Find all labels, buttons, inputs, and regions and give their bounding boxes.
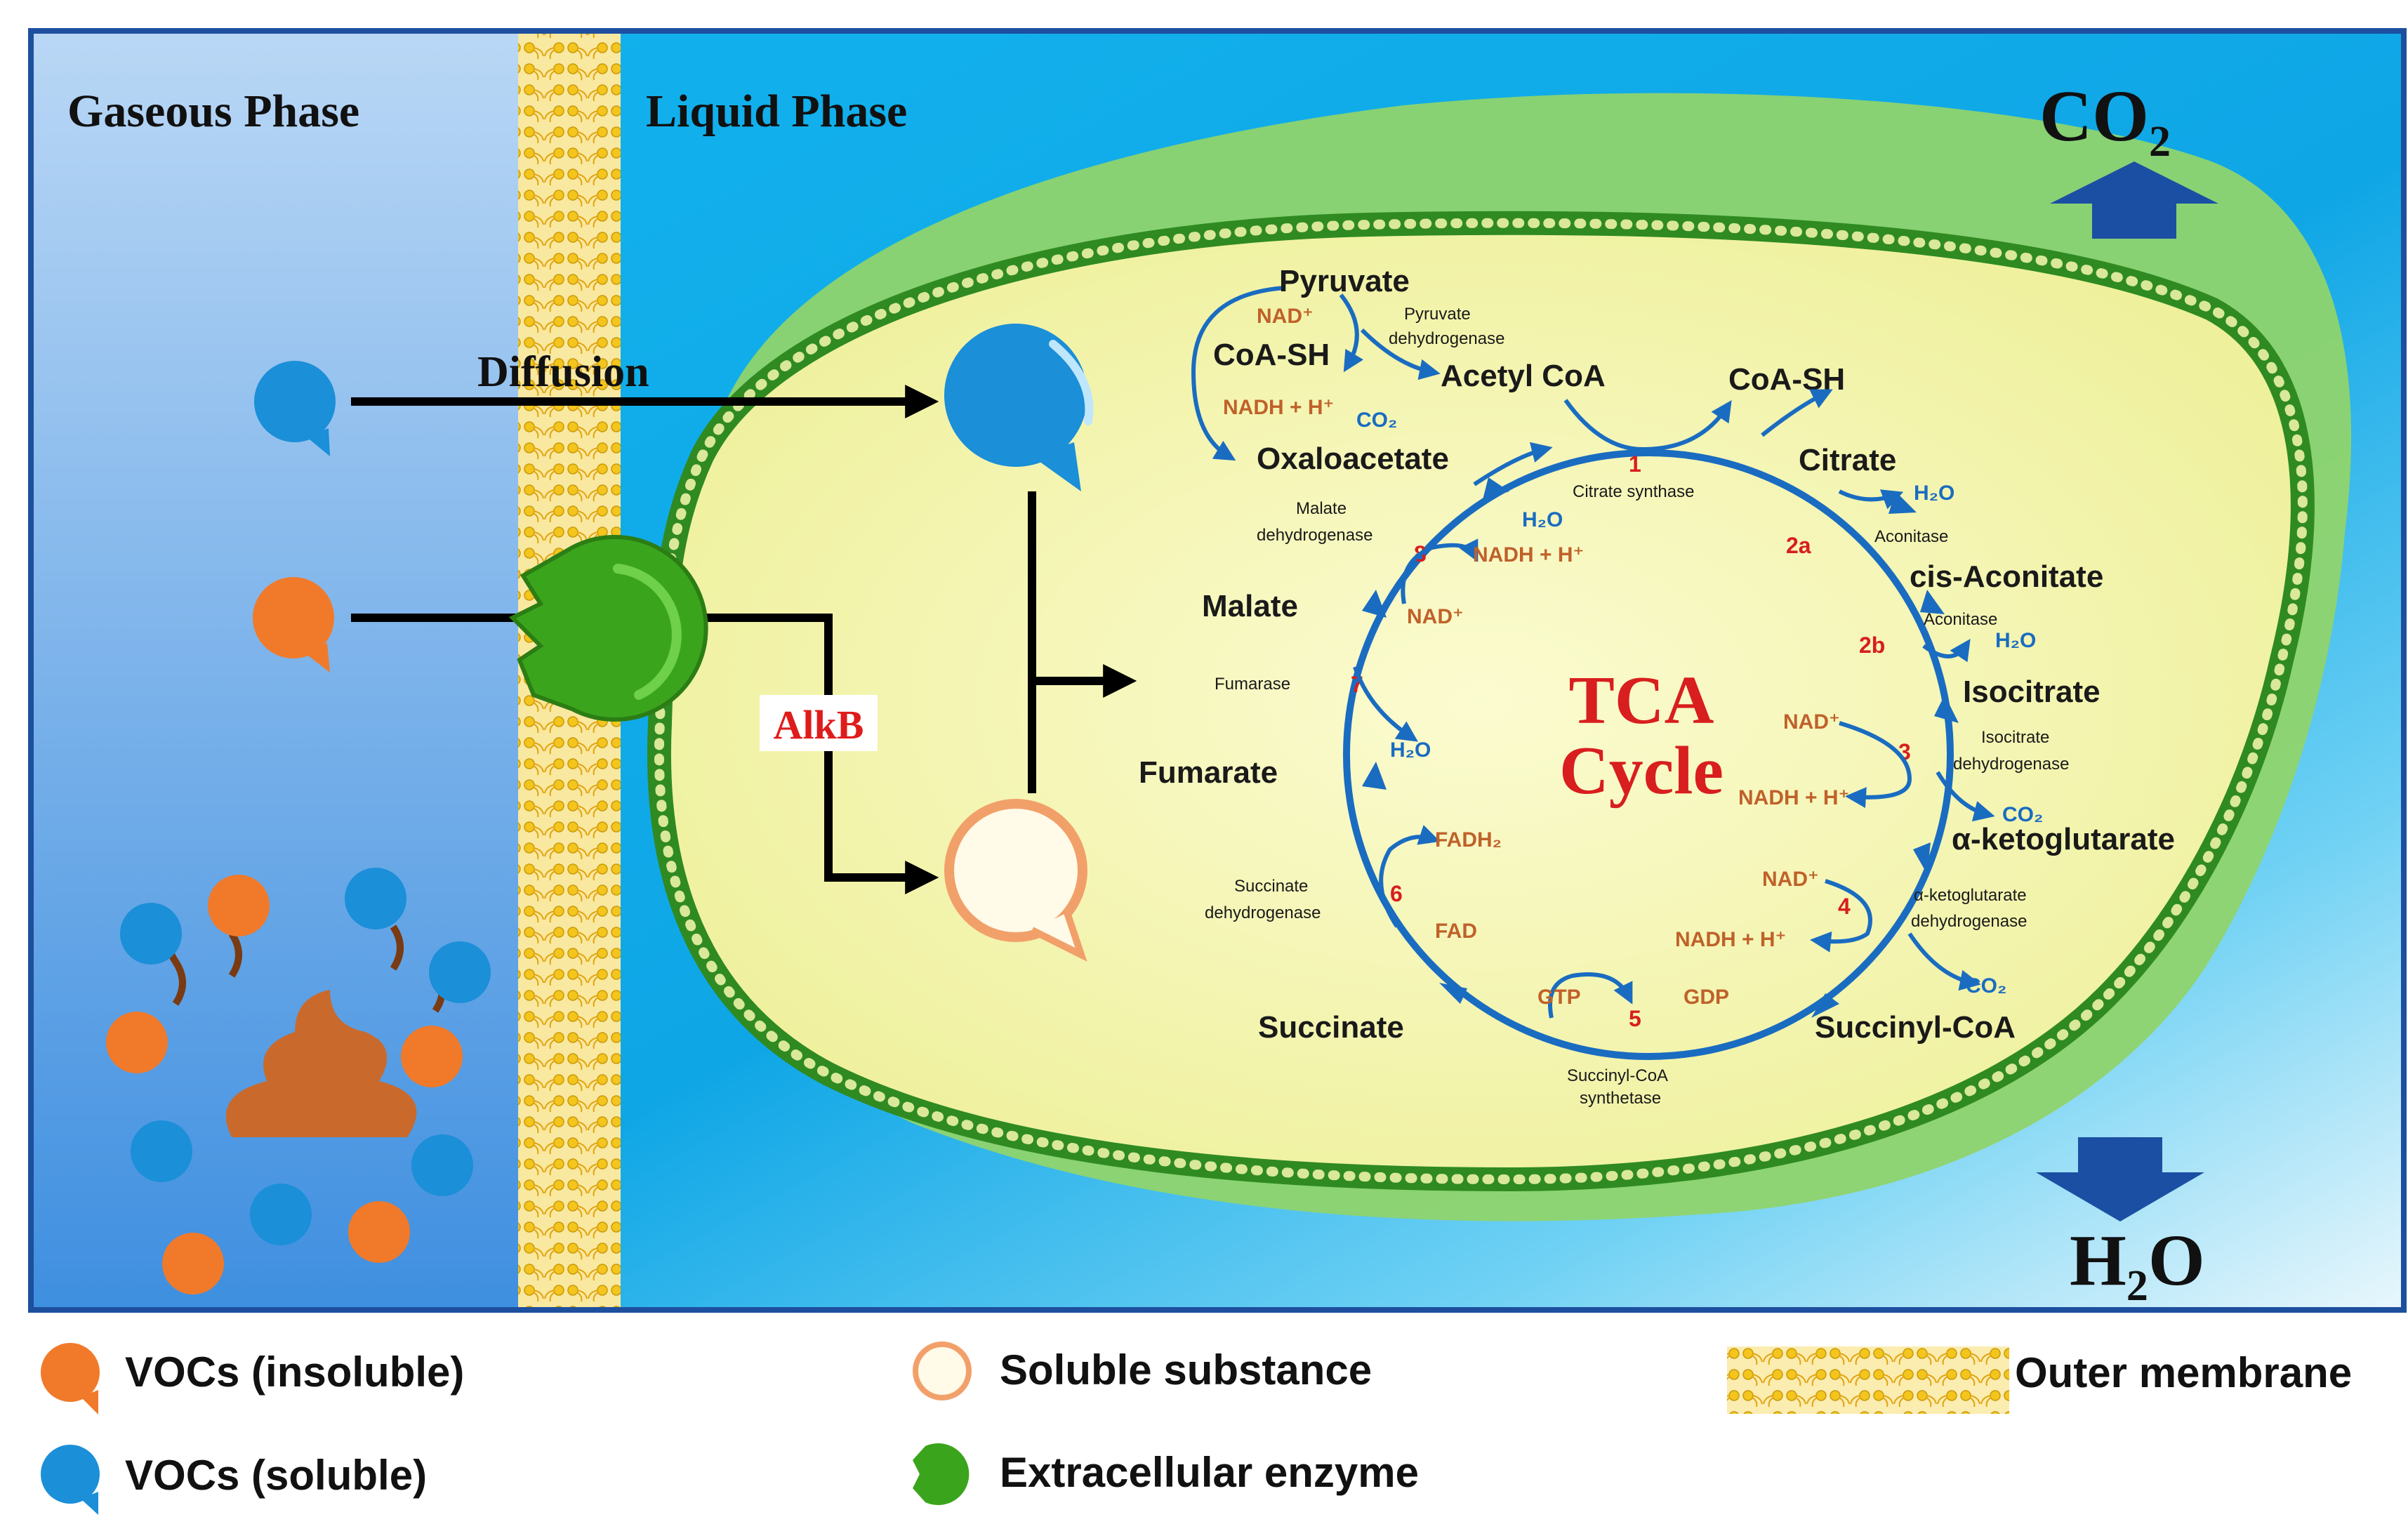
cofactor-nadh-8: NADH + H⁺ (1473, 543, 1584, 567)
enzyme-malate-dh-line1: Malate (1296, 499, 1347, 518)
enzyme-succinyl-coa-syn-line1: Succinyl-CoA (1567, 1066, 1668, 1085)
enzyme-aconitase-b: Aconitase (1924, 610, 1997, 629)
cofactor-gtp: GTP (1537, 986, 1581, 1009)
diffusion-label: Diffusion (477, 348, 649, 396)
soluble-voc-source (254, 361, 336, 456)
cofactor-h2o-2a: H₂O (1914, 482, 1954, 505)
enzyme-citrate-synthase: Citrate synthase (1573, 482, 1694, 501)
soluble-voc-in-cell (944, 324, 1094, 491)
legend-vocs-insoluble-label: VOCs (insoluble) (125, 1349, 464, 1396)
enzyme-isocitrate-dh-line1: Isocitrate (1981, 728, 2049, 747)
enzyme-malate-dh-line2: dehydrogenase (1257, 526, 1372, 545)
soluble-substance-in-cell (944, 799, 1087, 962)
enzyme-akg-dh-line2: dehydrogenase (1911, 912, 2027, 931)
metabolite-pyruvate: Pyruvate (1279, 264, 1410, 298)
step-2b: 2b (1859, 632, 1885, 658)
cofactor-h2o-citrate: H₂O (1522, 508, 1563, 531)
legend-outer-membrane-label: Outer membrane (2015, 1349, 2352, 1396)
h2o-o: O (2148, 1220, 2205, 1301)
cofactor-nadh-pyruvate: NADH + H⁺ (1223, 396, 1334, 419)
co2-output: CO2 (2039, 76, 2218, 239)
legend-vocs-insoluble: VOCs (insoluble) (41, 1343, 464, 1415)
metabolite-coa-sh-right: CoA-SH (1728, 362, 1845, 397)
cofactor-h2o-7: H₂O (1390, 738, 1431, 762)
step-5: 5 (1629, 1006, 1641, 1031)
legend-vocs-soluble: VOCs (soluble) (41, 1445, 427, 1515)
metabolite-fumarate: Fumarate (1139, 755, 1278, 790)
enzyme-succinate-dh-line1: Succinate (1234, 877, 1308, 896)
cofactor-nadh-3: NADH + H⁺ (1738, 786, 1849, 809)
step-4: 4 (1838, 894, 1851, 919)
alkb-label-box: AlkB (760, 695, 878, 751)
legend-extracellular-enzyme-label: Extracellular enzyme (1000, 1449, 1419, 1496)
poop-icon (225, 990, 417, 1137)
svg-text:CO2: CO2 (2039, 76, 2171, 166)
cofactor-h2o-2b: H₂O (1995, 629, 2036, 652)
pyruvate-entry (1191, 286, 1732, 461)
insoluble-voc-source (253, 577, 334, 673)
tca-title-line2: Cycle (1559, 733, 1724, 809)
enzyme-aconitase-a: Aconitase (1874, 527, 1948, 546)
h2o-subscript: 2 (2126, 1262, 2148, 1310)
legend-outer-membrane: Outer membrane (1727, 1346, 2352, 1414)
enzyme-pyruvate-dh-line1: Pyruvate (1404, 305, 1471, 324)
metabolite-cis-aconitate: cis-Aconitate (1910, 559, 2103, 594)
enzyme-succinate-dh-line2: dehydrogenase (1205, 903, 1321, 922)
metabolite-alpha-ketoglutarate: α-ketoglutarate (1952, 822, 2175, 856)
voc-emission-source (106, 868, 491, 1294)
metabolite-oxaloacetate: Oxaloacetate (1257, 442, 1449, 476)
tca-title-line1: TCA (1569, 663, 1714, 738)
metabolite-acetyl-coa: Acetyl CoA (1441, 359, 1606, 393)
legend-extracellular-enzyme: Extracellular enzyme (913, 1443, 1419, 1505)
tca-cycle-ring (1343, 449, 1954, 1060)
h2o-h: H (2070, 1220, 2126, 1301)
svg-text:H2O: H2O (2070, 1220, 2205, 1310)
metabolite-coa-sh-left: CoA-SH (1213, 338, 1330, 372)
enzyme-isocitrate-dh-line2: dehydrogenase (1953, 755, 2069, 774)
gaseous-phase-label: Gaseous Phase (67, 86, 359, 137)
cofactor-nad-8: NAD⁺ (1407, 605, 1464, 628)
alkb-label: AlkB (774, 702, 864, 748)
enzyme-pyruvate-dh-line2: dehydrogenase (1389, 329, 1504, 348)
metabolite-malate: Malate (1202, 589, 1298, 623)
cofactor-fad: FAD (1435, 920, 1477, 943)
cofactor-nad-3: NAD⁺ (1783, 710, 1840, 734)
legend-vocs-soluble-label: VOCs (soluble) (125, 1452, 427, 1499)
cofactor-nad-pyruvate: NAD⁺ (1257, 305, 1314, 328)
cell-wall-dots (654, 218, 2308, 1185)
enzyme-fumarase: Fumarase (1215, 675, 1290, 694)
enzyme-succinyl-coa-syn-line2: synthetase (1580, 1089, 1661, 1108)
metabolite-isocitrate: Isocitrate (1963, 675, 2101, 709)
co2-up-arrow (2050, 161, 2218, 239)
metabolite-succinyl-coa: Succinyl-CoA (1815, 1010, 2016, 1045)
cofactor-co2-3: CO₂ (2002, 803, 2043, 826)
metabolite-succinate: Succinate (1258, 1010, 1404, 1045)
cofactor-gdp: GDP (1683, 986, 1729, 1009)
step-2a: 2a (1786, 533, 1811, 558)
cofactor-nadh-4: NADH + H⁺ (1675, 928, 1786, 951)
legend-soluble-substance: Soluble substance (913, 1342, 1372, 1400)
cofactor-fadh2: FADH₂ (1435, 828, 1502, 852)
step-1: 1 (1629, 451, 1641, 477)
h2o-output: H2O (2036, 1137, 2205, 1310)
cofactor-co2-pyruvate: CO₂ (1356, 409, 1397, 432)
step-6: 6 (1390, 881, 1403, 906)
h2o-down-arrow (2036, 1137, 2204, 1221)
enzyme-akg-dh-line1: α-ketoglutarate (1914, 886, 2027, 905)
cofactor-co2-4: CO₂ (1966, 974, 2006, 998)
cofactor-nad-4: NAD⁺ (1762, 868, 1819, 891)
legend-soluble-substance-label: Soluble substance (1000, 1346, 1372, 1393)
legend: VOCs (insoluble) VOCs (soluble) Soluble … (41, 1342, 2352, 1515)
co2-label: CO (2039, 76, 2149, 157)
metabolite-citrate: Citrate (1799, 443, 1896, 477)
co2-subscript: 2 (2149, 118, 2171, 166)
liquid-phase-label: Liquid Phase (646, 86, 907, 137)
extracellular-enzyme-icon (508, 535, 708, 722)
